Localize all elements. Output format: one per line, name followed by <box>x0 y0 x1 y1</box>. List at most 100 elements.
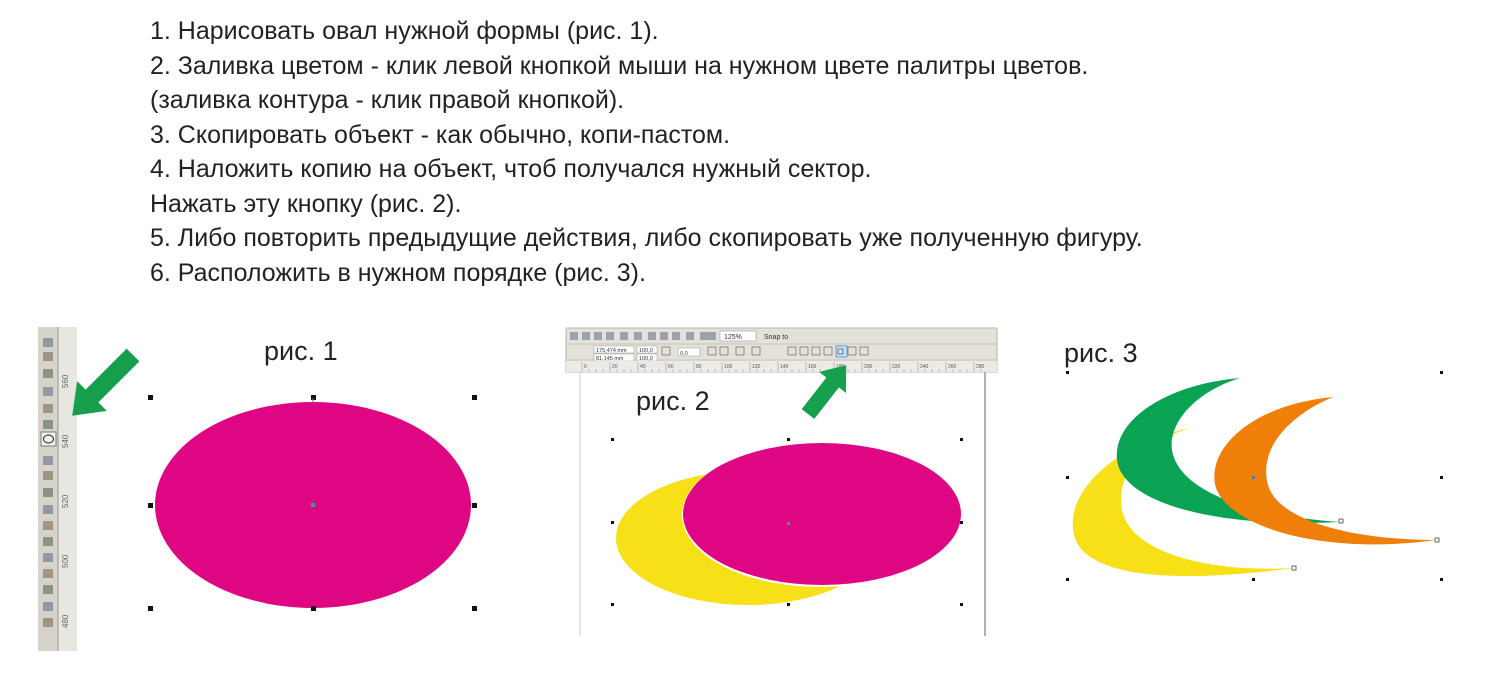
node-markers <box>1291 518 1440 571</box>
toolbar-button[interactable] <box>787 346 797 356</box>
ruler-number: 20 <box>612 364 618 370</box>
instruction-step: 4. Наложить копию на объект, чтоб получа… <box>150 155 872 183</box>
x-position-field[interactable] <box>593 345 635 354</box>
toolbox-icons <box>43 338 53 627</box>
toolbox-tool-icon[interactable] <box>43 338 53 347</box>
zoom-value: 125% <box>724 334 742 341</box>
toolbox-tool-icon[interactable] <box>43 352 53 361</box>
toolbar-button[interactable] <box>648 332 656 340</box>
scale-y-value: 100,0 <box>639 356 653 362</box>
ellipse-tool-button[interactable] <box>40 431 57 447</box>
ruler-tick-label: 560 <box>61 374 70 388</box>
toolbar-button[interactable] <box>620 332 628 340</box>
pointer-arrow-icon <box>72 348 140 416</box>
instruction-step: Нажать эту кнопку (рис. 2). <box>150 189 462 218</box>
toolbox-tool-icon[interactable] <box>43 471 53 480</box>
back-minus-front-icon <box>837 348 844 355</box>
back-minus-front-button[interactable] <box>835 345 848 358</box>
toolbox-tool-icon[interactable] <box>43 369 53 378</box>
ruler-tick-label: 500 <box>61 554 70 568</box>
x-position-value: 175,474 mm <box>596 348 627 354</box>
toolbar-button[interactable] <box>660 332 668 340</box>
ruler-number: 240 <box>920 364 929 370</box>
toolbar-button[interactable] <box>594 332 602 340</box>
scale-x-value: 100,0 <box>639 348 653 354</box>
y-position-value: 81,145 mm <box>596 356 624 362</box>
ruler-number: 140 <box>780 364 789 370</box>
ruler-number: 60 <box>668 364 674 370</box>
selection-handles <box>148 395 477 611</box>
toolbar-button[interactable] <box>661 346 671 356</box>
orange-crescent <box>1214 397 1436 545</box>
toolbar-button[interactable] <box>707 346 717 356</box>
scale-x-field[interactable] <box>636 345 658 354</box>
figure-2-label: рис. 2 <box>636 386 710 416</box>
ruler-number: 40 <box>640 364 646 370</box>
ruler-tick-label: 520 <box>61 494 70 508</box>
instruction-step: 3. Скопировать объект - как обычно, копи… <box>150 120 731 149</box>
toolbar-button[interactable] <box>708 332 716 340</box>
ruler-number: 220 <box>892 364 901 370</box>
selection-handles <box>611 438 963 606</box>
toolbox-tool-icon[interactable] <box>43 456 53 465</box>
figure-1: 560 540 520 500 480 <box>38 327 477 651</box>
toolbar-button[interactable] <box>859 346 869 356</box>
toolbox-tool-icon[interactable] <box>43 569 53 578</box>
instruction-step: 1. Нарисовать овал нужной формы (рис. 1)… <box>150 17 659 45</box>
angle-field[interactable] <box>677 347 701 357</box>
instruction-list: 1. Нарисовать овал нужной формы (рис. 1)… <box>150 14 1143 290</box>
toolbar-button[interactable] <box>799 346 809 356</box>
green-crescent <box>1116 378 1340 523</box>
toolbar-button[interactable] <box>751 346 761 356</box>
figure-1-label: рис. 1 <box>264 336 338 366</box>
horizontal-ruler <box>566 361 997 372</box>
magenta-ellipse <box>683 443 961 585</box>
toolbox-tool-icon[interactable] <box>43 387 53 396</box>
ruler-number: 100 <box>724 364 733 370</box>
ruler-number: 0 <box>584 364 587 370</box>
instruction-step: (заливка контура - клик правой кнопкой). <box>150 86 625 114</box>
toolbox-tool-icon[interactable] <box>43 521 53 530</box>
toolbar-button[interactable] <box>847 346 857 356</box>
toolbar-button[interactable] <box>570 332 578 340</box>
ruler-number: 280 <box>976 364 985 370</box>
ruler-tick-label: 480 <box>61 614 70 628</box>
ellipse-tool-icon <box>42 434 55 444</box>
toolbar-icons <box>570 332 869 356</box>
toolbox-tool-icon[interactable] <box>43 404 53 413</box>
toolbox-tool-icon[interactable] <box>43 505 53 514</box>
toolbox-tool-icon[interactable] <box>43 585 53 594</box>
figure-3 <box>1066 371 1443 581</box>
angle-value: 0,0 <box>680 351 688 357</box>
toolbar-button[interactable] <box>719 346 729 356</box>
toolbox-tool-icon[interactable] <box>43 420 53 429</box>
toolbar-button[interactable] <box>582 332 590 340</box>
toolbar-button[interactable] <box>606 332 614 340</box>
toolbar-button[interactable] <box>823 346 833 356</box>
toolbox-tool-icon[interactable] <box>43 488 53 497</box>
ruler-number: 160 <box>808 364 817 370</box>
toolbox-tool-icon[interactable] <box>43 553 53 562</box>
selection-handles <box>1066 371 1443 581</box>
ruler-number: 200 <box>864 364 873 370</box>
zoom-combo[interactable] <box>719 330 757 342</box>
toolbar-button[interactable] <box>735 346 745 356</box>
ruler-number: 80 <box>696 364 702 370</box>
figure-2: 125% Snap to 175,474 mm 81,145 mm 100,0 … <box>565 327 998 636</box>
toolbar-button[interactable] <box>672 332 680 340</box>
ruler-number: 260 <box>948 364 957 370</box>
instruction-step: 2. Заливка цветом - клик левой кнопкой м… <box>150 51 1089 80</box>
toolbox-tool-icon[interactable] <box>43 537 53 546</box>
toolbar-button[interactable] <box>700 332 708 340</box>
vertical-ruler <box>58 327 77 651</box>
ruler-tick-label: 540 <box>61 434 70 448</box>
toolbar-button[interactable] <box>634 332 642 340</box>
toolbar-button[interactable] <box>686 332 694 340</box>
snap-to-label[interactable]: Snap to <box>764 334 788 341</box>
ruler-number: 120 <box>752 364 761 370</box>
toolbar-button[interactable] <box>811 346 821 356</box>
toolbox-tool-icon[interactable] <box>43 602 53 611</box>
pointer-arrow-icon <box>801 365 847 419</box>
toolbox-tool-icon[interactable] <box>43 618 53 627</box>
